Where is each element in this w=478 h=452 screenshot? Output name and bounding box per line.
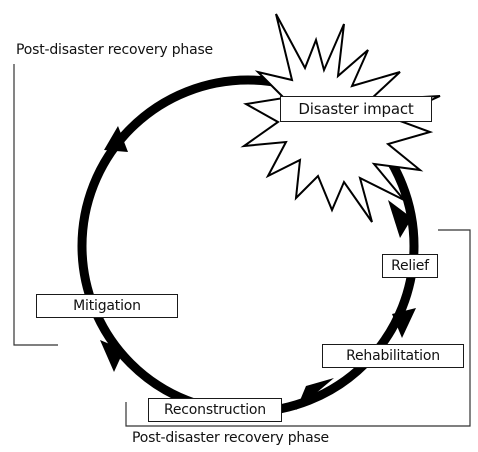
top-phase-bracket <box>13 64 58 346</box>
arrowhead-toward-mitigation <box>100 340 124 372</box>
disaster-impact-box: Disaster impact <box>280 96 432 122</box>
arrowhead-toward-relief <box>388 200 412 238</box>
arrowhead-toward-disaster <box>104 126 128 152</box>
bottom-phase-bracket <box>125 229 471 427</box>
arrowhead-toward-reconstruction <box>296 378 334 410</box>
bottom-phase-label: Post-disaster recovery phase <box>132 430 329 446</box>
top-phase-label: Post-disaster recovery phase <box>16 42 213 58</box>
rehabilitation-box: Rehabilitation <box>322 344 464 368</box>
arrowhead-toward-rehabilitation <box>392 308 416 338</box>
mitigation-box: Mitigation <box>36 294 178 318</box>
reconstruction-box: Reconstruction <box>148 398 282 422</box>
relief-box: Relief <box>382 254 438 278</box>
